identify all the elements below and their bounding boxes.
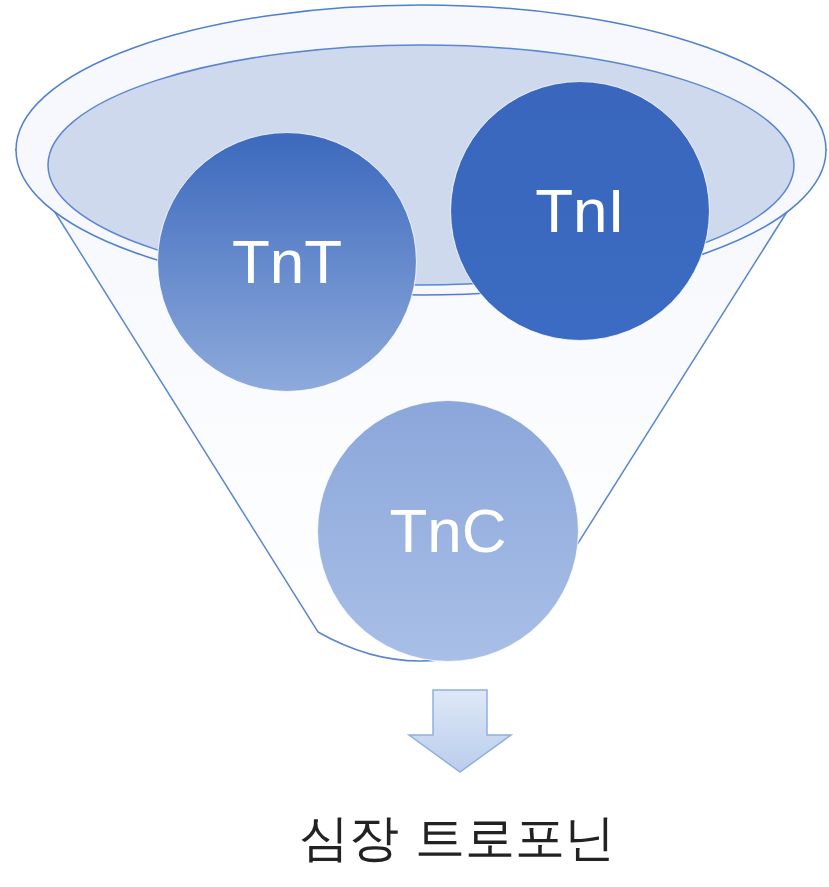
troponin-circle: TnI bbox=[449, 80, 711, 342]
troponin-circle: TnC bbox=[316, 399, 580, 663]
funnel-rim bbox=[16, 5, 826, 295]
node-text: TnC bbox=[389, 497, 506, 565]
result-label: 심장 트로포닌 bbox=[299, 805, 615, 872]
down-arrow bbox=[409, 690, 511, 772]
node-text: TnI bbox=[535, 177, 625, 245]
node-text: TnT bbox=[232, 228, 342, 296]
troponin-circle: TnT bbox=[156, 131, 418, 393]
